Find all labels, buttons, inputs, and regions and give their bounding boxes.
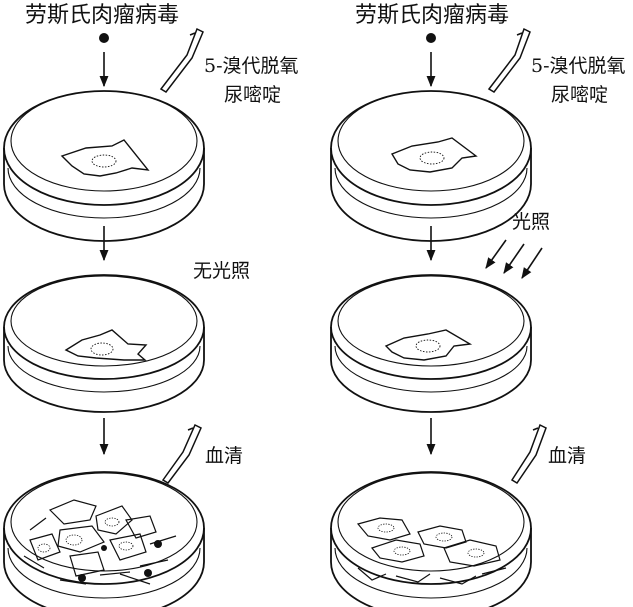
transformed-cells [23, 499, 177, 585]
cell-icon [390, 137, 478, 173]
petri-dish-icon [330, 471, 532, 607]
left-title: 劳斯氏肉瘤病毒 [25, 3, 179, 28]
virus-particles [78, 540, 162, 582]
petri-dish-icon [3, 90, 205, 242]
left-serum: 血清 [205, 445, 243, 467]
pipette-icon [487, 27, 531, 93]
virus-dot-icon [99, 33, 109, 43]
left-reagent-line2: 尿嘧啶 [224, 84, 281, 106]
light-rays-icon [485, 239, 543, 279]
virus-dot-icon [426, 33, 436, 43]
right-reagent-line2: 尿嘧啶 [551, 84, 608, 106]
right-condition: 光照 [512, 211, 550, 233]
cell-icon [64, 329, 148, 361]
right-title: 劳斯氏肉瘤病毒 [355, 3, 509, 28]
petri-dish-icon [330, 274, 532, 413]
petri-dish-icon [330, 90, 532, 242]
left-reagent-line1: 5-溴代脱氧 [204, 55, 299, 77]
petri-dish-icon [3, 471, 205, 607]
cell-icon [60, 139, 150, 177]
pipette-icon [161, 423, 202, 484]
normal-cells [356, 517, 507, 585]
petri-dish-icon [3, 274, 205, 413]
right-serum: 血清 [548, 445, 586, 467]
pipette-icon [159, 27, 204, 93]
right-reagent-line1: 5-溴代脱氧 [531, 55, 626, 77]
left-condition: 无光照 [193, 260, 250, 282]
cell-icon [384, 329, 473, 361]
pipette-icon [510, 423, 547, 485]
